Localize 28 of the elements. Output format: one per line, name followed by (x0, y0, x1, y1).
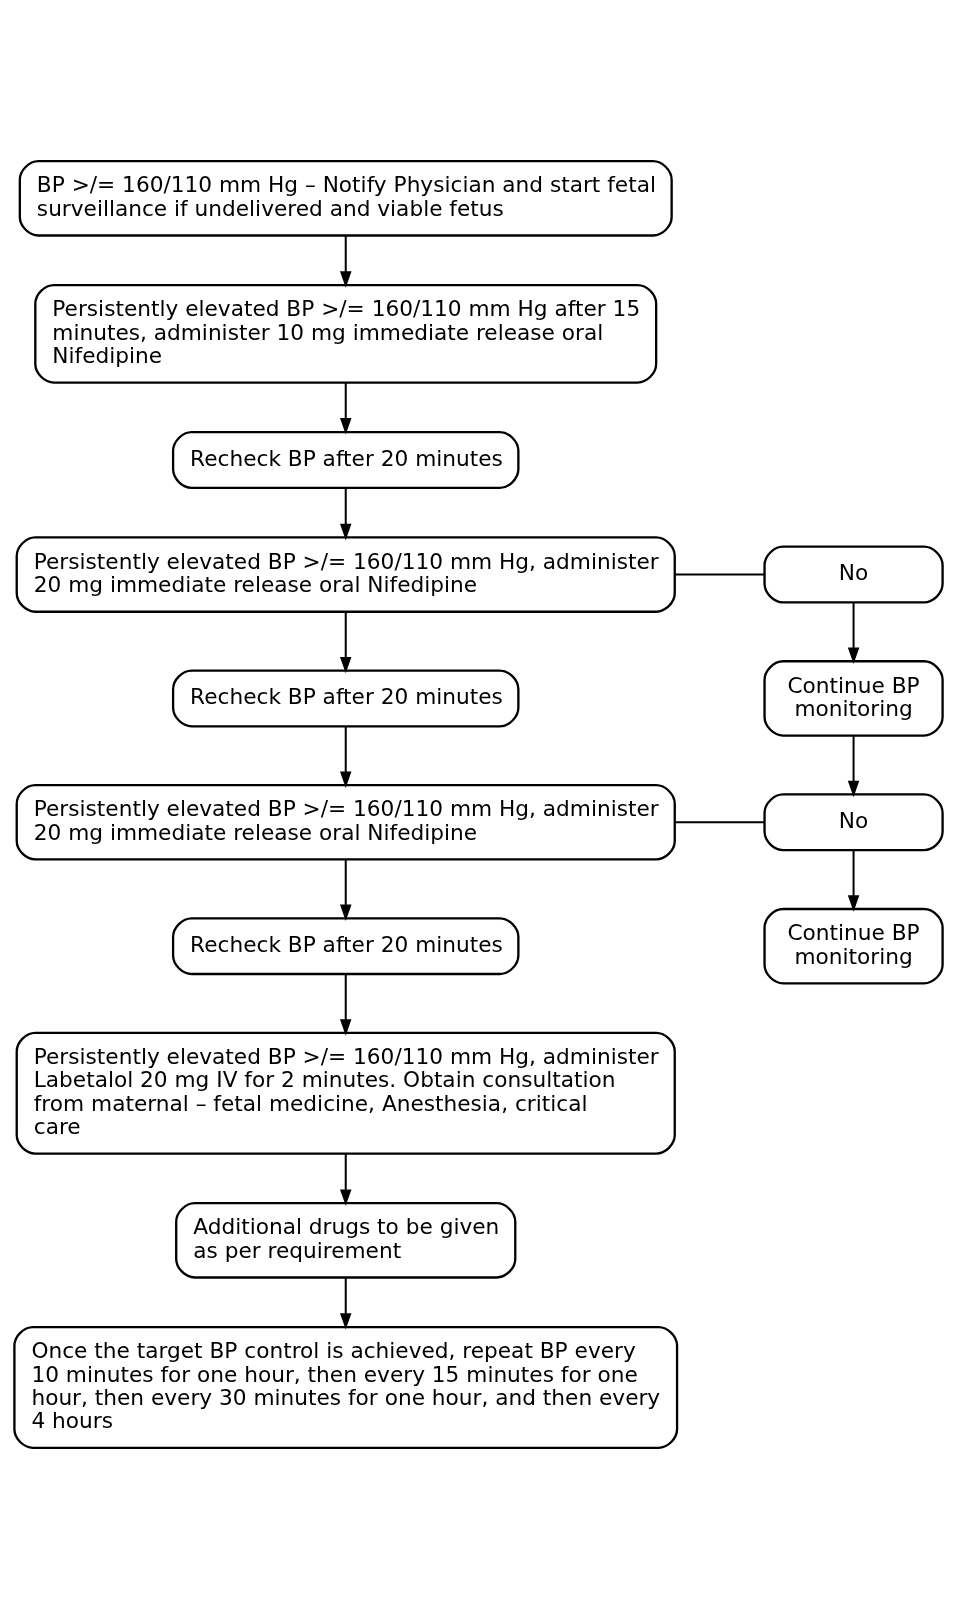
node-box: Persistently elevated BP >/= 160/110 mm Hg, administer Labetalol 20 mg IV for 2 minutes. Obtain consultation from maternal – fetal medicine, Anesthesia, critical care (15, 1031, 676, 1155)
node-box: Recheck BP after 20 minutes (171, 917, 520, 976)
node-box: Persistently elevated BP >/= 160/110 mm Hg, administer 20 mg immediate release oral Nifedipine (15, 784, 676, 861)
node-box: Additional drugs to be given as per requirement (175, 1202, 517, 1279)
node-box: Recheck BP after 20 minutes (171, 430, 520, 490)
arrow (340, 860, 352, 922)
node-box: No (763, 545, 944, 604)
arrow (847, 736, 860, 798)
arrow (340, 1278, 352, 1330)
node-box: No (763, 793, 944, 852)
connector (675, 573, 765, 576)
arrow (340, 974, 352, 1036)
arrow (340, 382, 352, 435)
node-box: Persistently elevated BP >/= 160/110 mm Hg, administer 20 mg immediate release oral Nifedipine (15, 536, 676, 613)
arrow (340, 1153, 352, 1206)
node-box: BP >/= 160/110 mm Hg – Notify Physician and start fetal surveillance if undelivered and viable fetus (18, 160, 673, 237)
node-box: Persistently elevated BP >/= 160/110 mm Hg after 15 minutes, administer 10 mg immediate release oral Nifedipine (34, 283, 658, 384)
arrow (847, 602, 860, 665)
arrow (340, 726, 352, 788)
node-box: Continue BP monitoring (763, 907, 944, 985)
arrow (340, 236, 352, 288)
node-box: Continue BP monitoring (763, 660, 944, 737)
arrow (340, 612, 352, 674)
node-box: Recheck BP after 20 minutes (171, 669, 520, 728)
arrow (340, 487, 352, 541)
connector (675, 821, 765, 824)
node-box: Once the target BP control is achieved, repeat BP every 10 minutes for one hour, then every 15 minutes for one hour, then every 30 minutes for one hour, and then every 4 hours (13, 1325, 679, 1449)
arrow (847, 850, 860, 912)
